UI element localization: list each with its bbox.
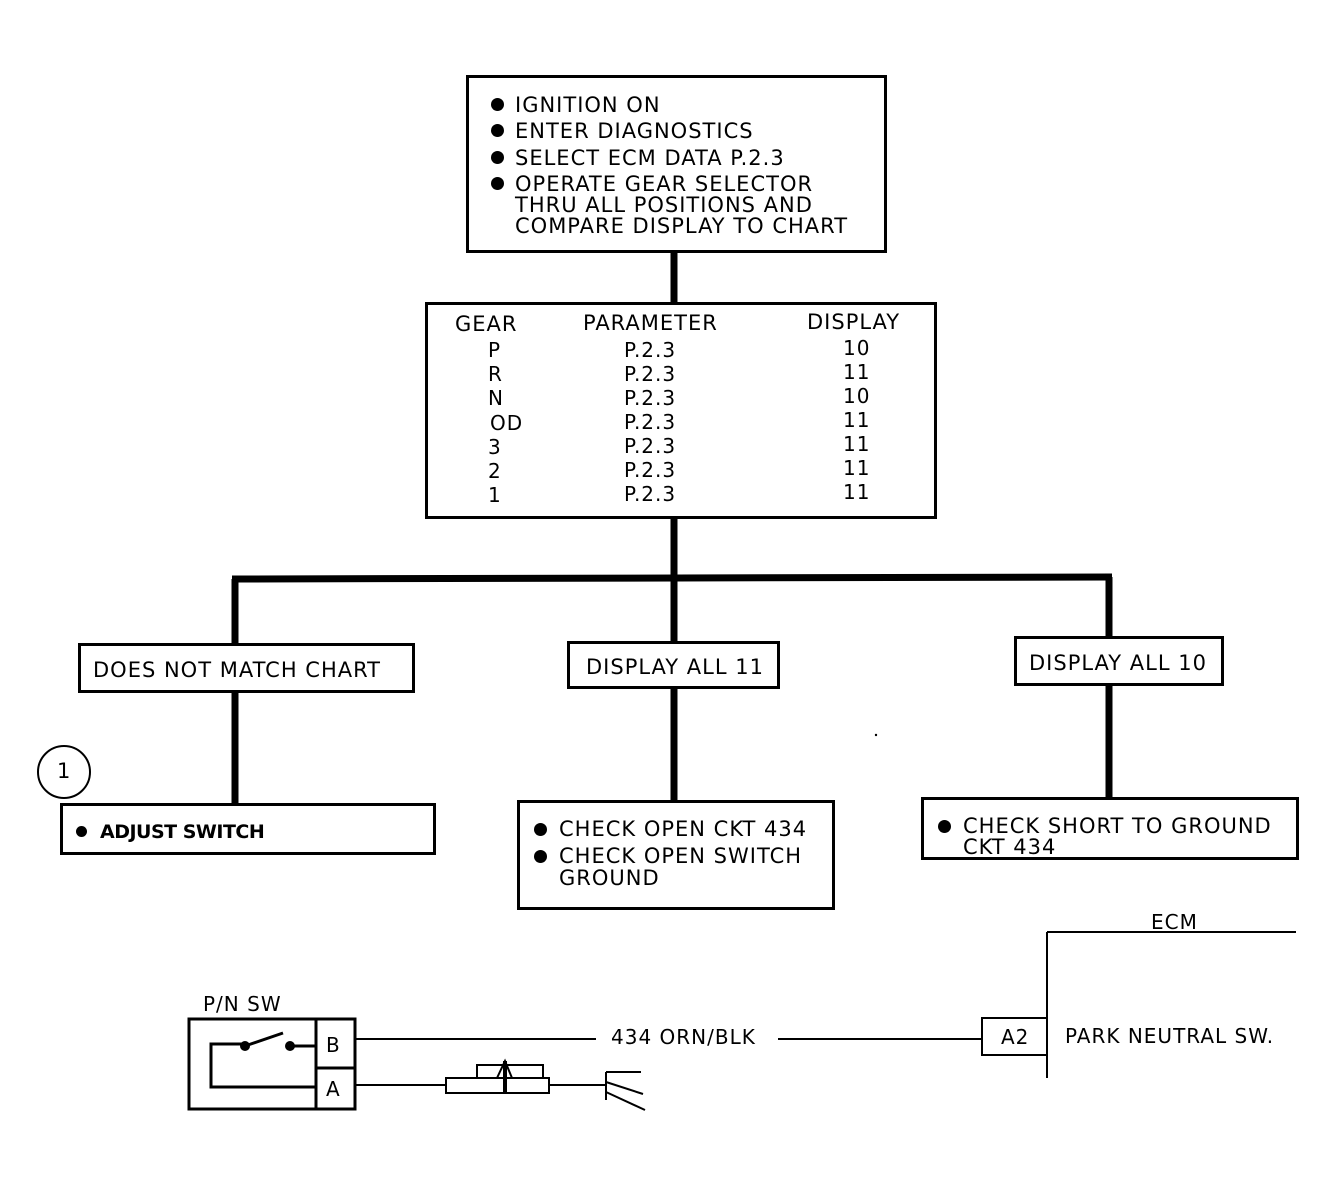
table-cell-gear: P: [488, 338, 502, 362]
step-compare-display: COMPARE DISPLAY TO CHART: [515, 214, 849, 238]
action-adjust-switch: ADJUST SWITCH: [100, 821, 265, 843]
start-instructions-box: [466, 75, 887, 253]
table-cell-parameter: P.2.3: [624, 434, 677, 458]
action-check-open-ckt: CHECK OPEN CKT 434: [559, 817, 808, 841]
table-cell-gear: OD: [490, 411, 524, 435]
header-display: DISPLAY: [807, 310, 901, 334]
switch-blade: [244, 1031, 284, 1048]
table-cell-display: 10: [843, 336, 871, 360]
action-check-short: CHECK SHORT TO GROUND: [963, 814, 1272, 838]
bullet-icon: [534, 823, 547, 836]
ground-connector: [445, 1077, 550, 1094]
gear-parameter-table: [425, 302, 937, 519]
action-check-short-box: [921, 797, 1299, 860]
pn-switch-label: P/N SW: [203, 992, 282, 1016]
pin-a-label: A: [326, 1077, 341, 1101]
condition-display-all-11-label: DISPLAY ALL 11: [586, 655, 764, 679]
step-operate-gear-selector: OPERATE GEAR SELECTOR: [515, 172, 814, 196]
table-cell-gear: 3: [488, 435, 502, 459]
action-check-open-switch: CHECK OPEN SWITCH: [559, 844, 803, 868]
action-check-short-ckt: CKT 434: [963, 835, 1057, 859]
switch-contact-left: [240, 1041, 250, 1051]
ecm-pin-a2-label: A2: [1001, 1025, 1030, 1049]
table-cell-display: 11: [843, 408, 871, 432]
ground-symbol: [605, 1071, 646, 1111]
table-cell-parameter: P.2.3: [624, 338, 677, 362]
note-number: 1: [57, 759, 72, 783]
table-cell-gear: R: [488, 362, 503, 386]
bullet-icon: [491, 98, 504, 111]
bullet-icon: [76, 826, 87, 837]
table-cell-parameter: P.2.3: [624, 386, 677, 410]
condition-does-not-match: [78, 643, 415, 693]
bullet-icon: [534, 850, 547, 863]
condition-does-not-match-label: DOES NOT MATCH CHART: [93, 658, 382, 682]
table-cell-display: 11: [843, 360, 871, 384]
branch-bar: [231, 573, 1113, 583]
condition-display-all-10: [1014, 636, 1224, 686]
table-cell-parameter: P.2.3: [624, 458, 677, 482]
park-neutral-sw-label: PARK NEUTRAL SW.: [1065, 1024, 1275, 1048]
table-cell-display: 11: [843, 432, 871, 456]
condition-display-all-10-label: DISPLAY ALL 10: [1029, 651, 1207, 675]
note-circle: [37, 745, 91, 799]
step-ignition-on: IGNITION ON: [515, 93, 661, 117]
action-check-open-switch-ground: GROUND: [559, 866, 660, 890]
pin-b-label: B: [326, 1033, 341, 1057]
pn-switch-body: [187, 1017, 357, 1111]
bullet-icon: [491, 151, 504, 164]
switch-internal-wire: [209, 1042, 316, 1089]
table-cell-gear: N: [488, 386, 504, 410]
bullet-icon: [491, 177, 504, 190]
table-cell-display: 10: [843, 384, 871, 408]
table-cell-display: 11: [843, 480, 871, 504]
table-cell-parameter: P.2.3: [624, 482, 677, 506]
header-gear: GEAR: [455, 312, 518, 336]
table-cell-display: 11: [843, 456, 871, 480]
table-cell-gear: 1: [488, 483, 502, 507]
step-select-ecm-data: SELECT ECM DATA P.2.3: [515, 146, 785, 170]
bullet-icon: [938, 820, 951, 833]
step-enter-diagnostics: ENTER DIAGNOSTICS: [515, 119, 754, 143]
condition-display-all-11: [567, 641, 780, 689]
table-cell-gear: 2: [488, 459, 502, 483]
ecm-pin-box: [981, 1017, 1048, 1056]
action-adjust-switch-box: [60, 803, 436, 855]
step-thru-all-positions: THRU ALL POSITIONS AND: [515, 193, 813, 217]
header-parameter: PARAMETER: [583, 311, 718, 335]
bullet-icon: [491, 124, 504, 137]
ecm-label: ECM: [1151, 910, 1198, 934]
wire-434-label: 434 ORN/BLK: [611, 1025, 756, 1049]
table-cell-parameter: P.2.3: [624, 410, 677, 434]
table-cell-parameter: P.2.3: [624, 362, 677, 386]
switch-contact-right: [285, 1041, 295, 1051]
action-check-open-box: [517, 800, 835, 910]
